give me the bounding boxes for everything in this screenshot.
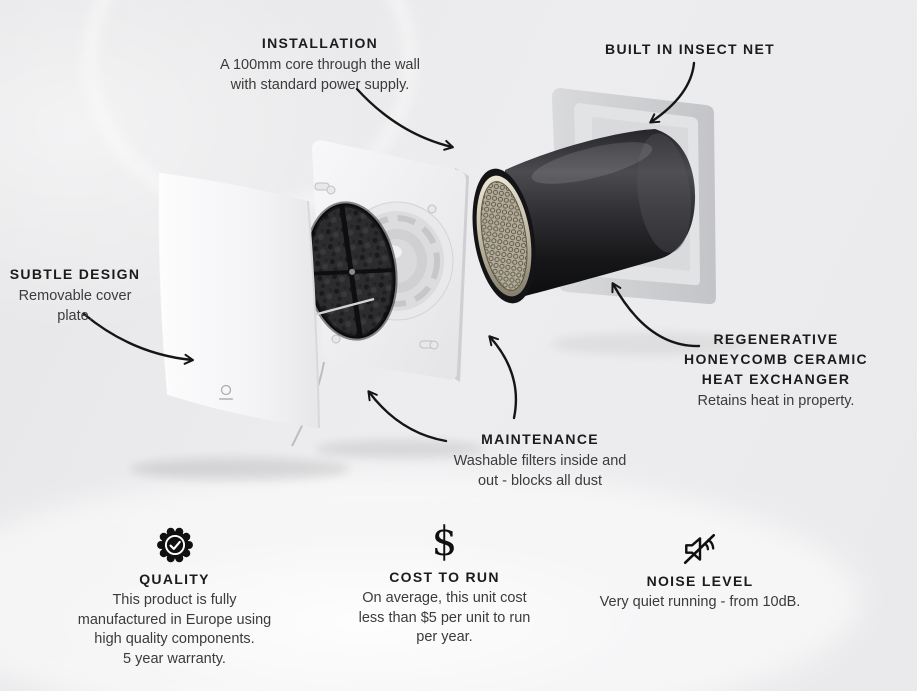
speaker-muted-icon: [570, 524, 830, 566]
callout-title-line: HONEYCOMB CERAMIC: [684, 351, 868, 367]
cover-face: [159, 173, 319, 428]
feature-body: Very quiet running - from 10dB.: [570, 593, 830, 613]
callout-body: Removable cover plate.: [0, 287, 150, 326]
maintenance-core-arrow: [488, 335, 518, 420]
feature-text-line: On average, this unit cost: [362, 590, 527, 606]
feature-text-line: per year.: [416, 629, 473, 645]
annotation-arrows: [82, 61, 701, 443]
cover-right-edge: [307, 200, 320, 429]
heat-exchanger-arrow: [611, 282, 701, 348]
feature-body: This product is fully manufactured in Eu…: [62, 591, 287, 669]
callout-title: SUBTLE DESIGN: [9, 266, 141, 282]
callout-body: A 100mm core through the wall with stand…: [170, 56, 470, 95]
feature-title: NOISE LEVEL: [646, 573, 754, 589]
feature-noise-level: NOISE LEVEL Very quiet running - from 10…: [570, 524, 830, 613]
front-cover-plate: [158, 172, 320, 429]
cover-logo: [219, 384, 233, 400]
ceramic-honeycomb-core: [472, 168, 536, 304]
callout-title: MAINTENANCE: [481, 431, 599, 447]
feature-text-line: 5 year warranty.: [123, 650, 226, 667]
insect-net-arrow: [649, 61, 696, 124]
feature-cost-to-run: $ COST TO RUN On average, this unit cost…: [332, 520, 557, 648]
feature-body: On average, this unit cost less than $5 …: [332, 589, 557, 648]
callout-text-line: out - blocks all dust: [477, 472, 603, 489]
callout-text-line: A 100mm core through the wall: [220, 57, 420, 73]
wall-duct-tube: [505, 129, 696, 301]
callout-heat-exchanger: REGENERATIVE HONEYCOMB CERAMIC HEAT EXCH…: [645, 329, 907, 412]
installation-arrow: [355, 87, 454, 151]
callout-text-line: Removable cover plate.: [18, 288, 132, 324]
feature-title: QUALITY: [139, 571, 210, 587]
cover-left-edge: [158, 172, 169, 396]
award-badge-icon: [62, 522, 287, 564]
floor-glow: [0, 470, 860, 691]
mounting-screws: [314, 182, 439, 350]
ground-shadows: [130, 333, 750, 480]
duct-body: [505, 129, 696, 301]
callout-title: BUILT IN INSECT NET: [605, 41, 775, 57]
dollar-glyph: $: [431, 519, 458, 565]
feature-text-line: manufactured in Europe using: [77, 611, 272, 628]
callout-installation: INSTALLATION A 100mm core through the wa…: [170, 33, 470, 95]
feature-text-line: This product is fully: [112, 592, 237, 608]
duct-highlight: [531, 142, 653, 184]
callout-insect-net: BUILT IN INSECT NET: [565, 39, 815, 59]
callout-title-line: REGENERATIVE: [713, 331, 839, 347]
feature-text-line: Very quiet running - from 10dB.: [599, 594, 801, 610]
callout-text-line: with standard power supply.: [230, 76, 410, 93]
feature-text-line: less than $5 per unit to run: [358, 609, 531, 626]
filter-clip: [349, 268, 356, 275]
callout-title: INSTALLATION: [261, 35, 379, 51]
maintenance-filter-arrow: [367, 390, 448, 443]
callout-title: REGENERATIVE HONEYCOMB CERAMIC HEAT EXCH…: [645, 329, 907, 389]
callout-body: Retains heat in property.: [645, 392, 907, 412]
subtle-design-arrow: [82, 312, 194, 365]
duct-end-sheen: [637, 133, 691, 253]
callout-text-line: Washable filters inside and: [453, 453, 627, 469]
callout-title-line: HEAT EXCHANGER: [701, 371, 851, 387]
callout-body: Washable filters inside and out - blocks…: [420, 452, 660, 491]
callout-maintenance: MAINTENANCE Washable filters inside and …: [420, 429, 660, 491]
feature-title: COST TO RUN: [389, 569, 500, 585]
honeycomb-face: [480, 181, 528, 291]
feature-text-line: high quality components.: [94, 631, 255, 647]
feature-quality: QUALITY This product is fully manufactur…: [62, 522, 287, 669]
callout-subtle-design: SUBTLE DESIGN Removable cover plate.: [0, 264, 150, 326]
callout-text-line: Retains heat in property.: [697, 393, 855, 409]
dollar-icon: $: [332, 520, 557, 562]
filter-axle-rod: [305, 297, 375, 319]
